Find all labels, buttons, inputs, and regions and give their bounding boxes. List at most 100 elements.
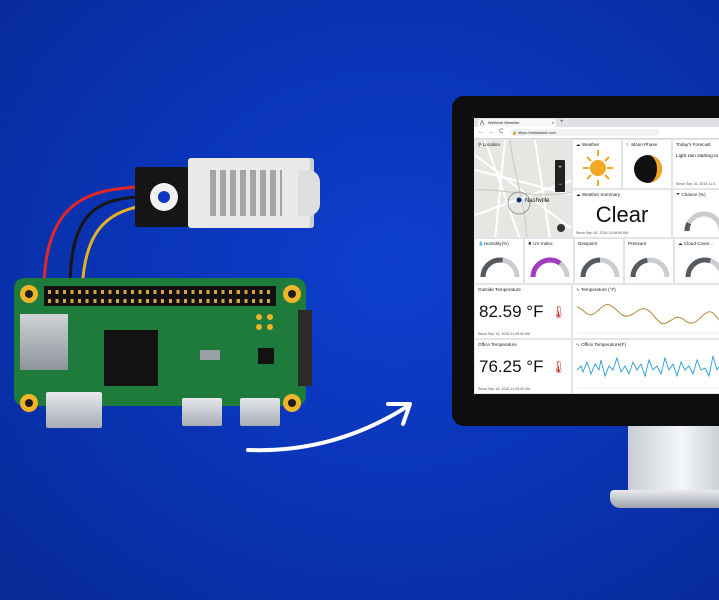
browser-tab-strip: ⋀ WeWork Weather × + — [474, 118, 719, 127]
monitor-screen: ⋀ WeWork Weather × + ← → C 🔒 https://ini… — [474, 118, 719, 394]
moon-title: ☾ Moon Phase — [626, 142, 658, 147]
droplet-icon: 💧 — [478, 241, 484, 246]
location-icon: ⚲ — [478, 142, 483, 147]
cloud-gauge — [685, 257, 719, 278]
small-chip — [258, 348, 274, 364]
cloud-icon: ☁ — [678, 241, 684, 246]
close-tab-icon[interactable]: × — [551, 120, 554, 125]
temperature-chart-tile[interactable]: ∿ Temperature (°F) — [572, 284, 719, 339]
office-title: Office Temperature — [478, 342, 517, 347]
humidity-tile[interactable]: 💧Humidity(%) — [474, 238, 524, 284]
gpio-header — [44, 286, 276, 306]
micro-usb-power-port — [240, 398, 280, 426]
weather-title: ☁ Weather — [576, 142, 600, 147]
umbrella-icon: ☂ — [676, 192, 682, 197]
cloud-icon: ☁ — [576, 142, 582, 147]
gauge-track — [684, 211, 719, 232]
uv-title: ✹ UV Index: — [528, 241, 554, 246]
lock-icon: 🔒 — [512, 130, 517, 135]
url-text: https://initialstate.com — [518, 130, 557, 135]
summary-value: Clear — [595, 202, 649, 227]
pressure-gauge — [630, 257, 670, 278]
office-temperature-tile[interactable]: Office Temperature 76.25 °F 🌡 Since Sep … — [474, 339, 572, 394]
forecast-text: Light rain starting to — [676, 154, 719, 159]
outside-temperature-tile[interactable]: Outside Temperature 82.59 °F 🌡 Since Sep… — [474, 284, 572, 339]
location-title: ⚲ Location — [478, 142, 501, 147]
sun-icon — [583, 150, 613, 186]
office-temperature-line-chart — [576, 355, 719, 389]
forecast-title: Today's Forecast — [676, 142, 711, 147]
office-value: 76.25 °F — [479, 357, 544, 376]
sd-card-slot — [20, 314, 68, 370]
outside-value: 82.59 °F — [479, 302, 544, 321]
humidity-title: 💧Humidity(%) — [478, 241, 509, 246]
mount-hole — [283, 285, 301, 303]
pressure-tile[interactable]: Pressure — [624, 238, 674, 284]
thermometer-icon: 🌡 — [551, 360, 567, 374]
test-pad — [256, 314, 262, 320]
micro-usb-port — [182, 398, 222, 426]
tab-title: WeWork Weather — [488, 120, 520, 125]
test-pad — [267, 314, 273, 320]
temp-chart-title: ∿ Temperature (°F) — [576, 287, 616, 292]
initial-state-logo-icon: ⋀ — [480, 120, 485, 126]
summary-title: ☁ Weather Summary — [576, 192, 621, 197]
moon-small-icon: ☾ — [626, 142, 632, 147]
gauge-fill — [684, 222, 692, 232]
arrow-line — [246, 404, 410, 453]
office-series-line — [576, 355, 719, 378]
moon-phase-tile[interactable]: ☾ Moon Phase — [622, 139, 672, 189]
processor-chip — [104, 330, 158, 386]
gauge-fill — [630, 257, 648, 278]
camera-connector — [298, 310, 312, 386]
sensor-tab — [298, 170, 320, 216]
dewpoint-tile[interactable]: Dewpoint — [574, 238, 624, 284]
outside-since: Since Sep 16, 2018 11:49:00 AM — [478, 332, 531, 336]
new-tab-button[interactable]: + — [560, 119, 564, 125]
monitor-foot — [610, 490, 719, 508]
url-input[interactable]: 🔒 https://initialstate.com — [510, 129, 660, 136]
chance-title: ☂ Chance (%) — [676, 192, 706, 197]
browser-tab[interactable]: ⋀ WeWork Weather × — [478, 119, 556, 127]
sensor-vent-grid — [210, 170, 282, 216]
temperature-series-line — [576, 304, 719, 325]
forecast-since: Since Sep 16, 2018 11:4 — [676, 182, 716, 186]
dewpoint-gauge — [580, 257, 620, 278]
sun-small-icon: ✹ — [528, 241, 534, 246]
chart-icon: ∿ — [576, 287, 582, 292]
reload-icon[interactable]: C — [499, 129, 504, 135]
weather-summary-tile[interactable]: ☁ Weather Summary Clear Since Sep 16, 20… — [572, 189, 672, 238]
chance-tile[interactable]: ☂ Chance (%) — [672, 189, 719, 238]
arrow-head — [386, 402, 412, 426]
sensor-mount-hole — [150, 183, 178, 211]
gauge-fill — [480, 257, 504, 278]
gauge-fill — [685, 257, 712, 278]
forecast-tile[interactable]: Today's Forecast Light rain starting to … — [672, 139, 719, 189]
thermometer-icon: 🌡 — [551, 305, 567, 319]
humidity-gauge — [480, 257, 520, 278]
mount-hole — [20, 285, 38, 303]
back-icon[interactable]: ← — [478, 129, 484, 135]
svg-text:+: + — [558, 165, 562, 171]
office-temperature-chart-tile[interactable]: ∿ Office Temperature(F) — [572, 339, 719, 394]
gauge-fill — [580, 257, 601, 278]
chance-gauge — [684, 211, 719, 232]
uv-gauge — [530, 257, 570, 278]
monitor-stand — [628, 424, 719, 494]
temperature-line-chart — [576, 304, 719, 334]
uv-index-tile[interactable]: ✹ UV Index: — [524, 238, 574, 284]
map-graphic: + − — [475, 140, 571, 237]
test-pad — [256, 324, 262, 330]
dashboard-grid: + − ⚲ Location Nashville ☁ Weather — [474, 139, 719, 394]
forward-icon[interactable]: → — [488, 129, 494, 135]
outside-title: Outside Temperature — [478, 287, 521, 292]
mini-hdmi-port — [46, 392, 102, 428]
mount-hole — [20, 394, 38, 412]
office-since: Since Sep 16, 2018 11:49:00 AM — [478, 387, 531, 391]
browser-address-bar: ← → C 🔒 https://initialstate.com — [474, 127, 719, 139]
location-tile[interactable]: + − ⚲ Location Nashville — [474, 139, 572, 238]
cloud-cover-tile[interactable]: ☁ Cloud Cover... — [674, 238, 719, 284]
weather-tile[interactable]: ☁ Weather — [572, 139, 622, 189]
